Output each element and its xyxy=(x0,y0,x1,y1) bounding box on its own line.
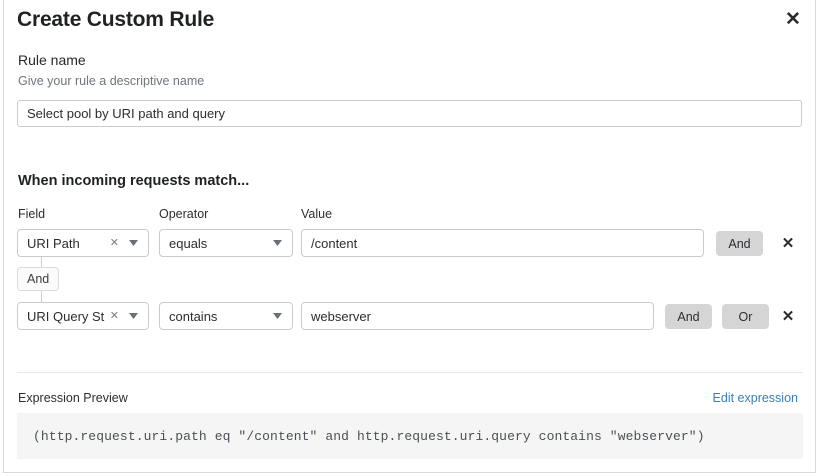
field-select-row-2-label: URI Query St... xyxy=(27,308,105,324)
column-header-operator: Operator xyxy=(159,207,209,221)
column-header-field: Field xyxy=(18,207,46,221)
connector-line-top xyxy=(41,257,42,269)
page-title: Create Custom Rule xyxy=(17,8,215,31)
edit-expression-link[interactable]: Edit expression xyxy=(712,391,798,405)
value-input-row-1[interactable] xyxy=(301,229,704,257)
and-button-row-1[interactable]: And xyxy=(716,231,763,256)
field-select-row-1-label: URI Path xyxy=(27,235,80,251)
chevron-down-icon[interactable] xyxy=(124,313,148,319)
connector-and-chip[interactable]: And xyxy=(17,267,60,291)
section-divider xyxy=(17,372,803,373)
operator-select-row-2-label: contains xyxy=(169,308,218,324)
operator-select-row-1[interactable]: equals xyxy=(159,229,293,257)
expression-preview-label: Expression Preview xyxy=(18,391,128,405)
column-header-value: Value xyxy=(301,207,333,221)
chevron-down-icon[interactable] xyxy=(268,240,292,246)
expression-preview-box: (http.request.uri.path eq "/content" and… xyxy=(17,413,803,459)
chevron-down-icon[interactable] xyxy=(124,240,148,246)
field-select-row-2[interactable]: URI Query St... ✕ xyxy=(17,302,149,330)
connector-line-bottom xyxy=(41,291,42,302)
operator-select-row-1-label: equals xyxy=(169,235,208,251)
chevron-down-icon[interactable] xyxy=(268,313,292,319)
conditions-heading: When incoming requests match... xyxy=(18,173,250,189)
create-custom-rule-dialog: Create Custom Rule ✕ Rule name Give your… xyxy=(3,0,816,473)
expression-preview-text: (http.request.uri.path eq "/content" and… xyxy=(33,428,705,444)
and-button-row-2[interactable]: And xyxy=(665,304,712,329)
close-icon[interactable]: ✕ xyxy=(781,7,805,31)
field-select-row-1[interactable]: URI Path ✕ xyxy=(17,229,149,257)
value-input-row-2[interactable] xyxy=(301,302,654,330)
rule-name-label: Rule name xyxy=(18,52,86,68)
or-button-row-2[interactable]: Or xyxy=(722,304,769,329)
delete-x-icon[interactable]: ✕ xyxy=(778,233,798,253)
operator-select-row-2[interactable]: contains xyxy=(159,302,293,330)
clear-x-icon[interactable]: ✕ xyxy=(109,309,119,322)
delete-x-icon[interactable]: ✕ xyxy=(778,306,798,326)
clear-x-icon[interactable]: ✕ xyxy=(109,236,119,249)
rule-name-input[interactable] xyxy=(17,100,802,127)
rule-name-description: Give your rule a descriptive name xyxy=(18,74,205,88)
